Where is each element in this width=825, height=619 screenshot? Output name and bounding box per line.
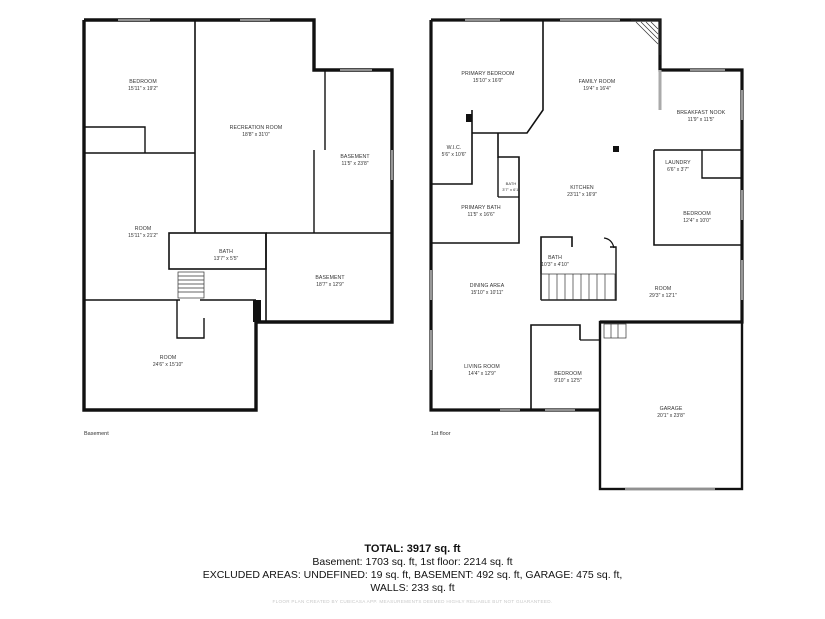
- room-dims: 10'3" x 4'10": [541, 262, 569, 268]
- first-floor-outer-wall: [429, 20, 600, 412]
- room-dims: 29'3" x 12'1": [649, 293, 677, 299]
- room-dims: 18'8" x 31'0": [242, 132, 270, 138]
- total-area: TOTAL: 3917 sq. ft: [364, 543, 461, 555]
- room-dims: 15'10" x 10'11": [471, 290, 504, 296]
- room-name: RECREATION ROOM: [230, 125, 283, 131]
- room-dims: 11'5" x 16'6": [467, 212, 494, 218]
- room-dims: 19'4" x 16'4": [583, 86, 611, 92]
- room-name: BEDROOM: [129, 79, 157, 85]
- room-dims: 13'7" x 5'5": [214, 256, 239, 262]
- room-name: BATH: [219, 249, 233, 255]
- first-floor-windows: [430, 19, 743, 490]
- room-dims: 6'6" x 3'7": [667, 167, 689, 173]
- room-name: ROOM: [135, 226, 152, 232]
- room-dims: 5'6" x 10'6": [442, 152, 467, 158]
- garage-steps: [603, 323, 627, 339]
- floor-plan: BEDROOM 15'11" x 19'2" RECREATION ROOM 1…: [82, 18, 744, 491]
- wic-fixture: [466, 114, 472, 122]
- room-name: PRIMARY BEDROOM: [461, 71, 514, 77]
- floor-areas: Basement: 1703 sq. ft, 1st floor: 2214 s…: [312, 556, 513, 568]
- room-dims: 11'9" x 11'5": [688, 117, 715, 123]
- basement-bath-wall: [168, 232, 267, 270]
- fireplace: [631, 19, 661, 55]
- basement-outer-wall: [82, 18, 394, 412]
- room-name: BATH: [506, 181, 517, 186]
- room-dims: 11'5" x 23'8": [341, 161, 368, 167]
- room-name: ROOM: [655, 286, 672, 292]
- room-name: DINING AREA: [470, 283, 505, 289]
- room-name: BATH: [548, 255, 562, 261]
- basement-closet-wall: [176, 300, 205, 339]
- room-name: LIVING ROOM: [464, 364, 500, 370]
- basement-plan: [82, 18, 394, 412]
- first-floor-plan: [429, 18, 744, 491]
- kitchen-pillar: [613, 146, 619, 152]
- bath-wall: [540, 236, 573, 247]
- room-name: PRIMARY BATH: [461, 205, 501, 211]
- room-name: FAMILY ROOM: [579, 79, 616, 85]
- room-name: ROOM: [160, 355, 177, 361]
- room-name: BREAKFAST NOOK: [677, 110, 726, 116]
- basement-stairs: [177, 271, 205, 299]
- room-dims: 18'7" x 12'9": [316, 282, 344, 288]
- room-dims: 15'10" x 16'0": [473, 78, 503, 84]
- room-name: LAUNDRY: [665, 160, 691, 166]
- door-arc: [603, 237, 615, 249]
- room-name: GARAGE: [660, 406, 683, 412]
- basement-windows: [118, 19, 393, 180]
- room-dims: 23'11" x 16'9": [567, 192, 597, 198]
- basement-floor-label: Basement: [84, 431, 109, 437]
- bedroom-wall: [653, 150, 742, 246]
- room-dims: 3'7" x 6'1": [502, 187, 520, 192]
- basement-closet-wall: [84, 126, 146, 153]
- room-name: W.I.C.: [447, 145, 462, 151]
- first-floor-label: 1st floor: [431, 431, 451, 437]
- primary-bedroom-wall: [472, 20, 544, 134]
- room-name: BEDROOM: [554, 371, 582, 377]
- first-floor-outer-wall: [431, 18, 744, 324]
- room-dims: 15'11" x 21'2": [128, 233, 158, 239]
- primary-bath-wall: [431, 133, 520, 244]
- basement-labels: BEDROOM 15'11" x 19'2" RECREATION ROOM 1…: [84, 79, 370, 437]
- room-dims: 20'1" x 23'8": [657, 413, 685, 419]
- room-name: KITCHEN: [570, 185, 594, 191]
- first-floor-labels: PRIMARY BEDROOM 15'10" x 16'0" FAMILY RO…: [431, 71, 726, 437]
- room-dims: 12'4" x 10'0": [683, 218, 711, 224]
- room-name: BASEMENT: [340, 154, 370, 160]
- room-dims: 9'10" x 12'5": [554, 378, 582, 384]
- room-dims: 15'11" x 19'2": [128, 86, 158, 92]
- bedroom-wall: [530, 324, 581, 410]
- room-dims: 14'4" x 12'9": [468, 371, 496, 377]
- first-floor-stairs: [540, 273, 616, 301]
- basement-pillar: [253, 300, 261, 322]
- room-name: BEDROOM: [683, 211, 711, 217]
- room-dims: 24'6" x 15'10": [153, 362, 183, 368]
- laundry-wall: [701, 150, 742, 179]
- wic-wall: [431, 110, 473, 185]
- excluded-areas: EXCLUDED AREAS: UNDEFINED: 19 sq. ft, BA…: [202, 569, 623, 581]
- disclaimer-footer: FLOOR PLAN CREATED BY CUBICASA APP. MEAS…: [272, 599, 553, 604]
- walls-area: WALLS: 233 sq. ft: [370, 582, 455, 594]
- room-name: BASEMENT: [315, 275, 345, 281]
